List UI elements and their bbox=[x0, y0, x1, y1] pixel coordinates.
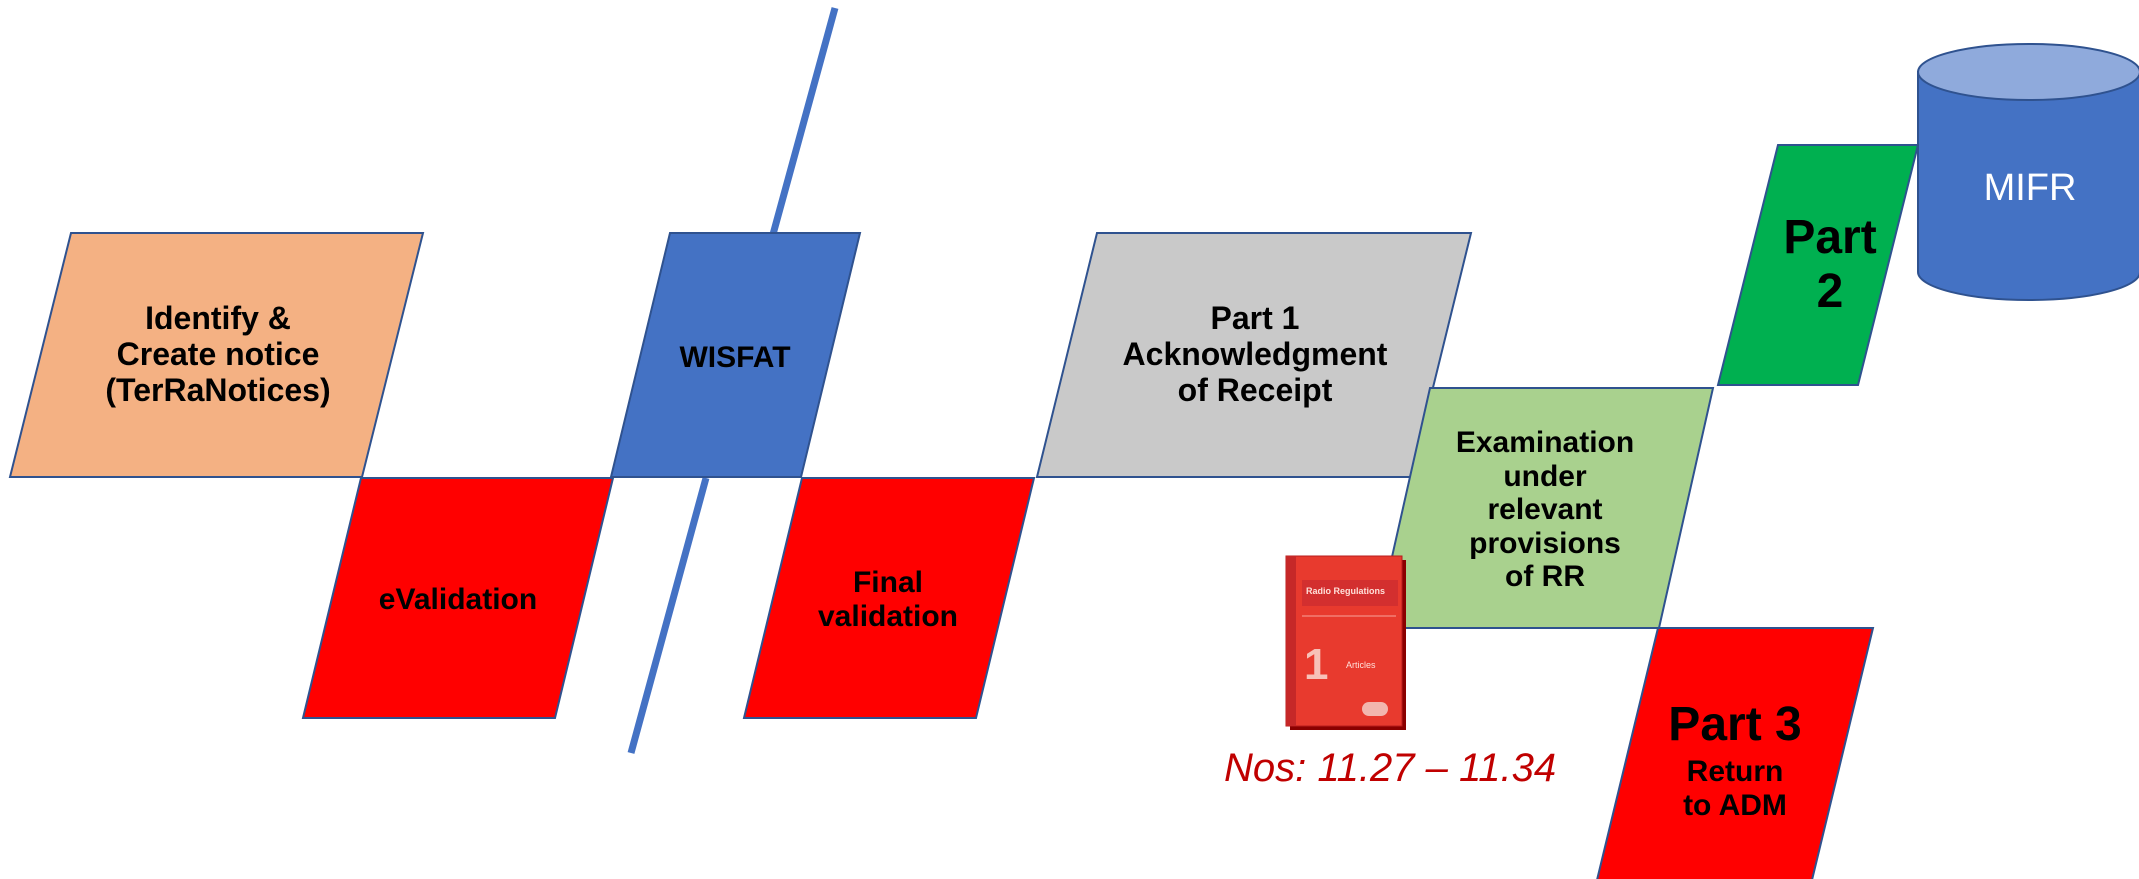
examination-label: Examination under relevant provisions of… bbox=[1420, 400, 1670, 620]
examination-line-2: under bbox=[1503, 459, 1587, 493]
wisfat-divider-line-upper bbox=[768, 7, 839, 239]
part2-shape bbox=[1716, 144, 1920, 386]
part2-label: Part 2 bbox=[1760, 200, 1900, 330]
part2-line-2: 2 bbox=[1816, 265, 1844, 318]
part1-line-2: Acknowledgment bbox=[1122, 336, 1388, 373]
identify-line-1: Identify & bbox=[145, 300, 291, 337]
part1-line-1: Part 1 bbox=[1210, 300, 1300, 337]
part1-acknowledgment-label: Part 1 Acknowledgment of Receipt bbox=[1090, 290, 1420, 420]
examination-line-5: of RR bbox=[1505, 560, 1585, 594]
radio-regulations-book-icon bbox=[1285, 555, 1406, 730]
book-title: Radio Regulations bbox=[1306, 586, 1386, 596]
final-validation-shape bbox=[742, 477, 1036, 719]
part3-sub-line-2: to ADM bbox=[1683, 788, 1787, 822]
book-number: 1 bbox=[1304, 640, 1329, 689]
examination-line-4: provisions bbox=[1469, 526, 1621, 560]
identify-create-notice-label: Identify & Create notice (TerRaNotices) bbox=[70, 290, 366, 420]
mifr-text: MIFR bbox=[1983, 166, 2077, 209]
rr-reference-text: Nos: 11.27 – 11.34 bbox=[1224, 746, 1557, 790]
wisfat-shape bbox=[609, 232, 862, 478]
evalidation-line-1: eValidation bbox=[378, 583, 538, 617]
wisfat-label: WISFAT bbox=[650, 338, 820, 378]
evalidation-shape bbox=[301, 477, 615, 719]
wisfat-line-1: WISFAT bbox=[679, 341, 791, 375]
part3-title: Part 3 bbox=[1668, 697, 1802, 751]
mifr-database-icon bbox=[1917, 43, 2139, 301]
final-validation-label: Final validation bbox=[790, 555, 986, 645]
part2-line-1: Part bbox=[1783, 211, 1877, 265]
final-validation-line-2: validation bbox=[817, 600, 959, 633]
part3-sub-line-1: Return bbox=[1686, 755, 1784, 789]
identify-line-3: (TerRaNotices) bbox=[105, 371, 331, 408]
part3-shape bbox=[1596, 627, 1875, 879]
wisfat-divider-line-lower bbox=[627, 477, 710, 754]
book-label: Articles bbox=[1346, 660, 1376, 670]
mifr-label: MIFR bbox=[1930, 160, 2130, 216]
examination-line-3: relevant bbox=[1487, 493, 1603, 527]
evalidation-label: eValidation bbox=[360, 580, 556, 620]
identify-line-2: Create notice bbox=[116, 336, 320, 373]
final-validation-line-1: Final bbox=[852, 566, 923, 600]
part1-line-3: of Receipt bbox=[1177, 371, 1333, 408]
part3-label: Part 3 Return to ADM bbox=[1630, 680, 1840, 840]
examination-line-1: Examination bbox=[1455, 426, 1635, 460]
